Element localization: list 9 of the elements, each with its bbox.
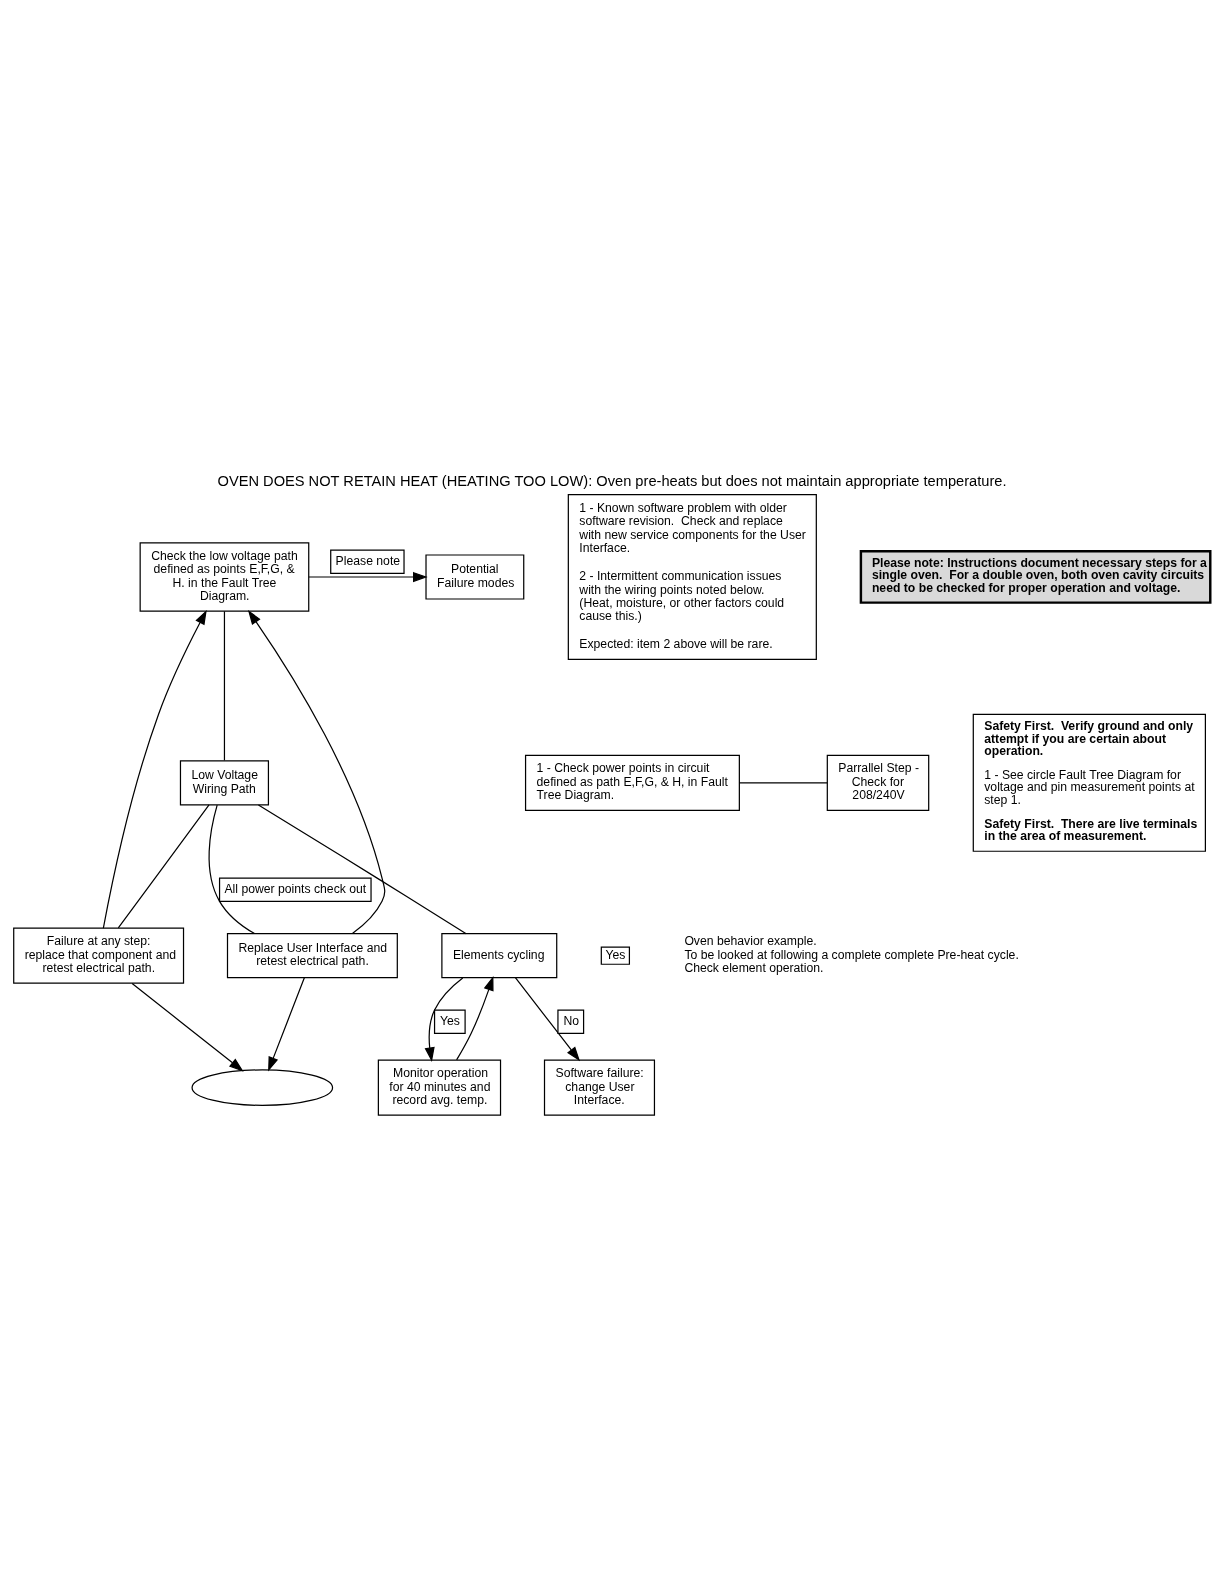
edge-label: Please note [335,554,401,569]
edge-label: All power points check out [224,882,367,897]
label: Check element operation. [684,961,824,976]
edge-label: Yes [440,1014,460,1029]
label: Oven behavior example. [684,934,817,949]
label: Yes [605,947,626,962]
label: To be looked at following a complete complete Pre-heat cycle. [684,947,1019,962]
edge-label: No [563,1014,580,1029]
diagram-title: OVEN DOES NOT RETAIN HEAT (HEATING TOO LOW): Oven pre-heats but does not maintain appropriate temperature. [217,472,1007,489]
